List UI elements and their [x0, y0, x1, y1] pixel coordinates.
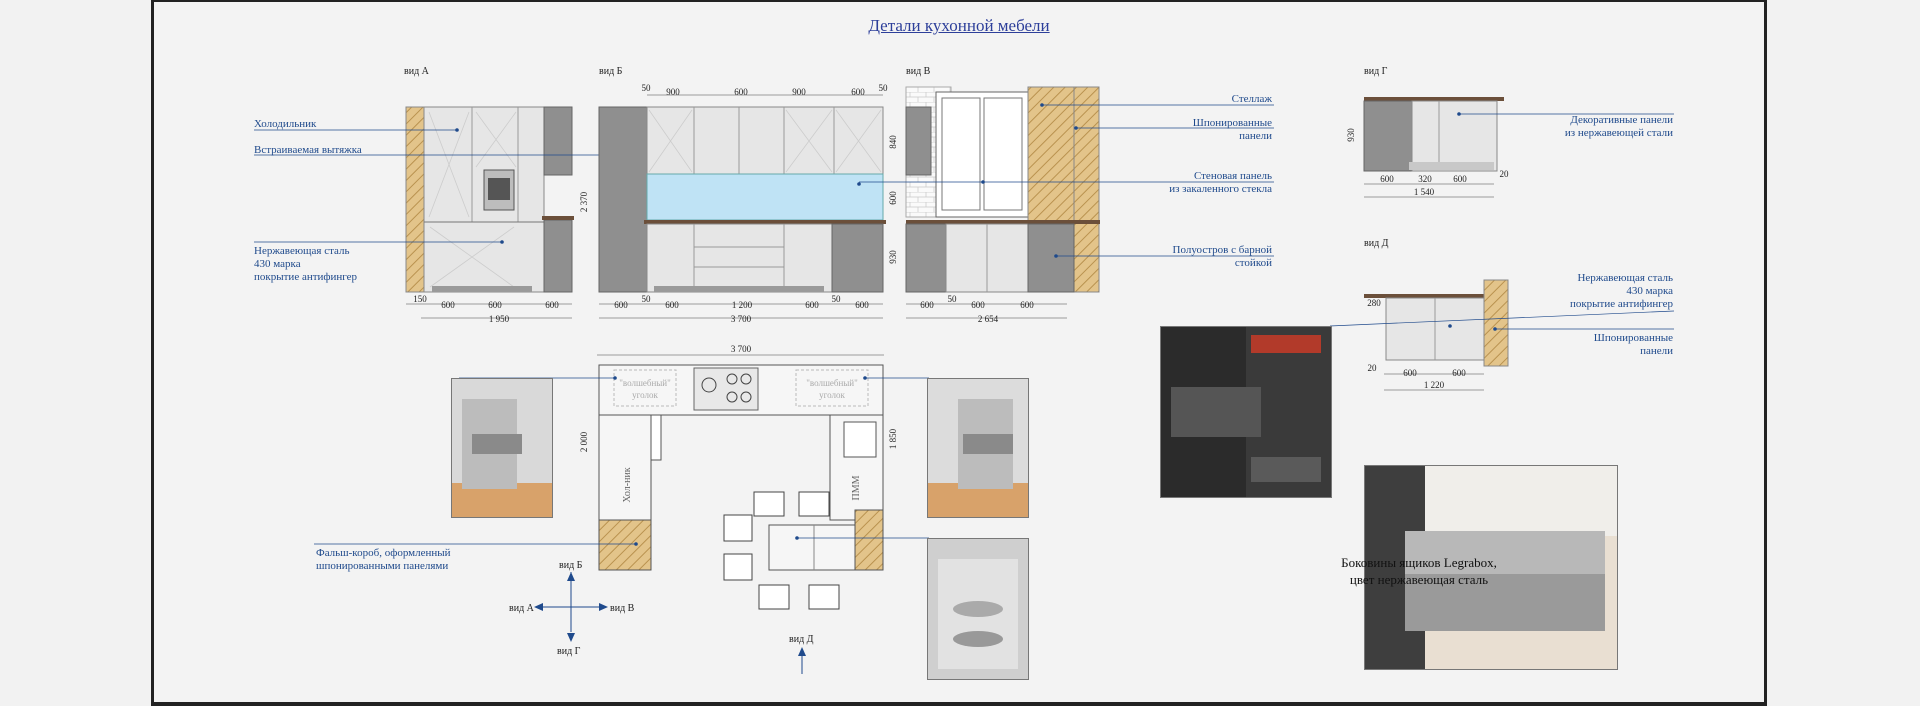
dim-b-bot-3: 600	[665, 300, 679, 310]
photo-legrabox	[1364, 465, 1618, 670]
view-compass	[534, 572, 806, 674]
label-magic-1a: "волшебный"	[619, 378, 671, 388]
dim-b-h1: 840	[888, 135, 898, 149]
dim-v-4: 600	[1020, 300, 1034, 310]
dim-d-total: 1 220	[1424, 380, 1445, 390]
dim-a-4: 600	[545, 300, 559, 310]
dim-g-side: 20	[1500, 169, 1510, 179]
drawing-canvas: вид А Холодильник Встраиваемая вытяжка Н…	[254, 66, 1675, 674]
label-steel-d2: 430 марка	[1626, 285, 1673, 297]
view-v-label: вид В	[906, 66, 931, 77]
label-box-1: Фальш-короб, оформленный	[316, 547, 451, 559]
dim-plan-right: 1 850	[888, 428, 898, 449]
dim-b-top-1: 50	[642, 83, 652, 93]
caption-line-2: цвет нержавеющая сталь	[1349, 572, 1489, 587]
view-b-label: вид Б	[599, 66, 623, 77]
view-v-elevation	[905, 86, 1100, 293]
page-title: Детали кухонной мебели	[868, 16, 1050, 35]
compass-d: вид Д	[789, 634, 814, 645]
dim-b-top-5: 600	[851, 87, 865, 97]
view-g-elevation	[1363, 97, 1504, 172]
dim-b-total: 3 700	[731, 314, 752, 324]
label-veneer-d2: панели	[1640, 345, 1673, 357]
label-island-2: стойкой	[1235, 257, 1272, 269]
label-veneer-1: Шпонированные	[1193, 117, 1272, 129]
label-glass-1: Стеновая панель	[1194, 170, 1272, 182]
view-d-label: вид Д	[1364, 238, 1389, 249]
view-a-label: вид А	[404, 66, 430, 77]
label-veneer-d1: Шпонированные	[1594, 332, 1673, 344]
dim-b-top-6: 50	[879, 83, 889, 93]
dim-b-bot-7: 600	[855, 300, 869, 310]
view-g-label: вид Г	[1364, 66, 1388, 77]
dim-d-left: 20	[1368, 363, 1378, 373]
dim-g-total: 1 540	[1414, 187, 1435, 197]
drawing-sheet: Детали кухонной мебели вид А	[151, 0, 1767, 706]
label-steel-2: 430 марка	[254, 258, 301, 270]
photo-corner-left	[451, 378, 553, 518]
label-deco-2: из нержавеющей стали	[1565, 127, 1673, 139]
label-shelf: Стеллаж	[1232, 93, 1273, 105]
dim-plan-top: 3 700	[731, 344, 752, 354]
dim-b-bot-4: 1 200	[732, 300, 753, 310]
label-magic-2a: "волшебный"	[806, 378, 858, 388]
label-island-1: Полуостров с барной	[1173, 244, 1273, 256]
dim-b-bot-1: 600	[614, 300, 628, 310]
dim-d-top: 280	[1367, 298, 1381, 308]
photo-pantry	[1160, 326, 1332, 498]
compass-n: вид Б	[559, 560, 583, 571]
dim-v-total: 2 654	[978, 314, 999, 324]
dim-plan-left: 2 000	[579, 431, 589, 452]
compass-s: вид Г	[557, 646, 581, 657]
label-veneer-2: панели	[1239, 130, 1272, 142]
dim-b-top-2: 900	[666, 87, 680, 97]
label-box-2: шпонированными панелями	[316, 560, 448, 572]
compass-w: вид А	[509, 603, 535, 614]
dim-b-top-3: 600	[734, 87, 748, 97]
label-pmm: ПММ	[851, 475, 862, 500]
photo-pullout	[927, 538, 1029, 680]
dim-b-bot-2: 50	[642, 294, 652, 304]
view-a-elevation	[405, 106, 574, 293]
dim-b-top-4: 900	[792, 87, 806, 97]
kitchen-plan	[598, 364, 884, 610]
dim-a-2: 600	[441, 300, 455, 310]
dim-g-3: 600	[1453, 174, 1467, 184]
label-glass-2: из закаленного стекла	[1169, 183, 1272, 195]
label-steel-d1: Нержавеющая сталь	[1577, 272, 1673, 284]
dim-b-h3: 930	[888, 250, 898, 264]
label-magic-2b: уголок	[819, 390, 845, 400]
dim-g-height: 930	[1346, 128, 1356, 142]
legrabox-caption: Боковины ящиков Legrabox, цвет нержавеющ…	[1294, 554, 1544, 588]
dim-a-1: 150	[413, 294, 427, 304]
label-steel-1: Нержавеющая сталь	[254, 245, 350, 257]
dim-a-3: 600	[488, 300, 502, 310]
dim-a-total: 1 950	[489, 314, 510, 324]
compass-e: вид В	[610, 603, 635, 614]
dim-v-2: 50	[948, 294, 958, 304]
caption-line-1: Боковины ящиков Legrabox,	[1341, 555, 1497, 570]
dim-v-3: 600	[971, 300, 985, 310]
dim-a-height: 2 370	[579, 191, 589, 212]
dim-b-h2: 600	[888, 191, 898, 205]
dim-d-2: 600	[1452, 368, 1466, 378]
view-b-elevation	[598, 106, 886, 293]
dim-d-1: 600	[1403, 368, 1417, 378]
view-d-elevation	[1364, 279, 1509, 367]
dim-b-bot-6: 50	[832, 294, 842, 304]
label-steel-d3: покрытие антифингер	[1570, 298, 1674, 310]
dim-g-1: 600	[1380, 174, 1394, 184]
photo-corner-right	[927, 378, 1029, 518]
label-hood: Встраиваемая вытяжка	[254, 144, 362, 156]
label-fridge-plan: Хол-ник	[622, 467, 633, 502]
label-fridge: Холодильник	[254, 118, 317, 130]
label-deco-1: Декоративные панели	[1570, 114, 1673, 126]
label-steel-3: покрытие антифингер	[254, 271, 358, 283]
dim-v-1: 600	[920, 300, 934, 310]
dim-b-bot-5: 600	[805, 300, 819, 310]
label-magic-1b: уголок	[632, 390, 658, 400]
dim-g-2: 320	[1418, 174, 1432, 184]
